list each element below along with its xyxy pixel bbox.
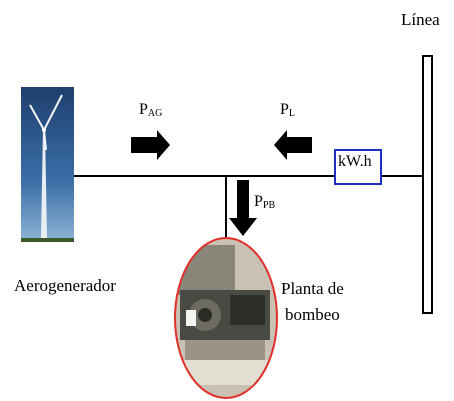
pumping-plant-label: Planta de bombeo [281,276,344,328]
arrow-p-pb [229,180,257,236]
arrow-p-l [274,130,312,160]
wind-turbine-label: Aerogenerador [14,276,116,295]
energy-meter-box [334,149,382,185]
p-pb-label: PPB [254,193,276,211]
pumping-plant-label-line1: Planta de [281,279,344,298]
arrow-p-ag [131,130,170,160]
grid-line-label: Línea [401,10,440,29]
grid-line-bar [422,55,433,314]
wind-turbine-photo [21,87,74,242]
energy-meter-label: kW.h [338,153,372,170]
p-l-label: PL [280,101,296,119]
pumping-plant-label-line2: bombeo [285,305,340,324]
pump-photo [174,237,278,399]
p-ag-label: PAG [139,101,163,119]
